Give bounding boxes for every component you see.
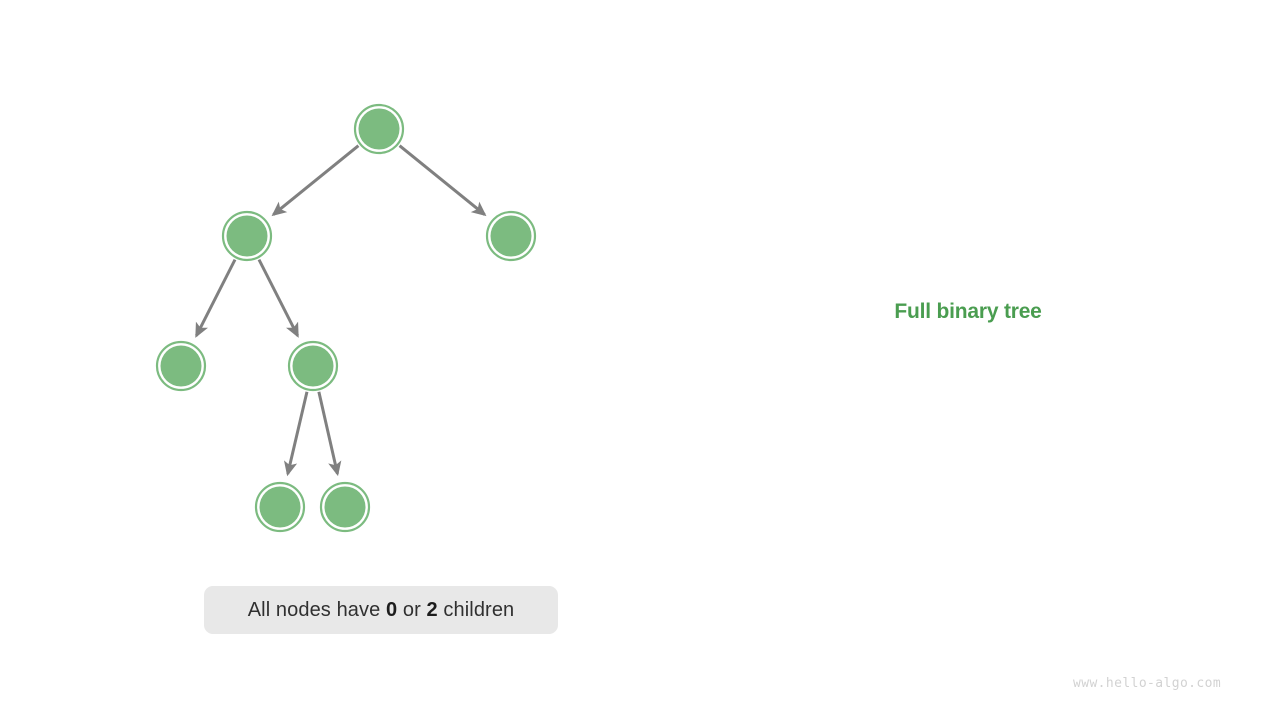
tree-node[interactable] [155, 340, 207, 392]
tree-node-ring [319, 481, 371, 533]
caption-value-b: 2 [426, 598, 438, 621]
tree-node-ring [155, 340, 207, 392]
page-title: Full binary tree [894, 300, 1042, 323]
tree-node[interactable] [353, 103, 405, 155]
tree-edge [195, 258, 237, 338]
caption-text: All nodes have 0 or 2 children [248, 599, 515, 622]
tree-node-disc [292, 345, 334, 387]
caption-suffix: children [437, 598, 515, 621]
watermark: www.hello-algo.com [1073, 676, 1222, 691]
caption-prefix: All nodes have [247, 598, 386, 621]
tree-node-ring [353, 103, 405, 155]
tree-node-disc [160, 345, 202, 387]
tree-node-ring [221, 210, 273, 262]
caption-middle: or [397, 598, 427, 621]
tree-edge [271, 144, 360, 217]
caption-badge: All nodes have 0 or 2 children [204, 586, 558, 634]
tree-node-ring [485, 210, 537, 262]
tree-edge [317, 391, 342, 477]
tree-node-disc [259, 486, 301, 528]
tree-node[interactable] [221, 210, 273, 262]
tree-node[interactable] [254, 481, 306, 533]
tree-node-disc [226, 215, 268, 257]
tree-node[interactable] [485, 210, 537, 262]
tree-node-disc [358, 108, 400, 150]
tree-node[interactable] [319, 481, 371, 533]
tree-node-disc [324, 486, 366, 528]
edge-layer [195, 144, 487, 477]
tree-node-disc [490, 215, 532, 257]
tree-edge [283, 391, 309, 477]
tree-node-ring [287, 340, 339, 392]
node-layer [155, 103, 537, 533]
tree-node[interactable] [287, 340, 339, 392]
caption-value-a: 0 [386, 598, 398, 621]
tree-edge [257, 258, 299, 338]
tree-node-ring [254, 481, 306, 533]
tree-edge [398, 144, 487, 217]
